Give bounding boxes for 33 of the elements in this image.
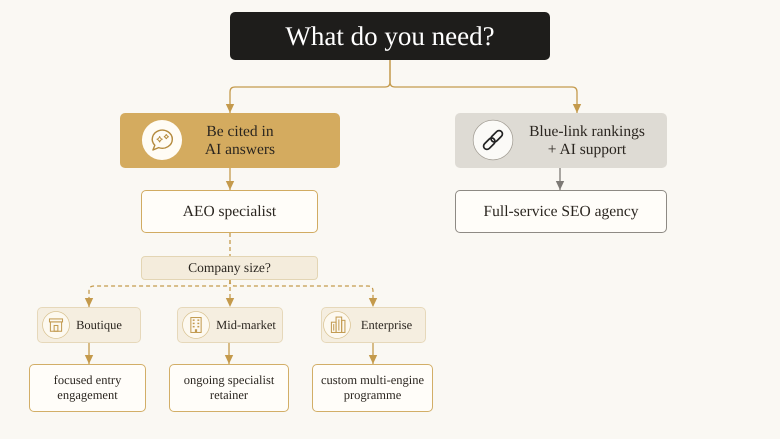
question-box: [230, 12, 550, 60]
result-box: [141, 190, 318, 233]
category-box: [321, 307, 426, 343]
node-label: ongoing specialist retainer: [182, 372, 276, 404]
outcome-box: [312, 364, 433, 412]
connector-line: [229, 233, 231, 256]
node-label: What do you need?: [285, 20, 495, 52]
node-label: Company size?: [188, 260, 271, 276]
arrow: [389, 60, 582, 113]
arrow: [84, 343, 94, 364]
node-label: Boutique: [76, 318, 122, 332]
node-label: Full-service SEO agency: [484, 202, 638, 220]
node-label: focused entry engagement: [52, 372, 122, 404]
node-label: Mid-market: [216, 318, 276, 332]
arrow: [229, 280, 378, 307]
arrow: [556, 168, 564, 190]
node-label: custom multi-engine programme: [320, 372, 426, 404]
category-box: [37, 307, 141, 343]
category-box: [177, 307, 283, 343]
arrow: [226, 168, 234, 190]
arrow: [84, 280, 231, 307]
choice-box: [120, 113, 340, 168]
node-label: AEO specialist: [182, 202, 276, 220]
decision-box: [141, 256, 318, 280]
node-label: Blue-link rankings + AI support: [528, 122, 646, 158]
arrow: [224, 343, 234, 364]
result-box: [455, 190, 667, 233]
outcome-box: [169, 364, 289, 412]
node-label: Be cited in AI answers: [204, 122, 276, 158]
arrow: [368, 343, 378, 364]
node-label: Enterprise: [360, 318, 412, 332]
outcome-box: [29, 364, 146, 412]
choice-box: [455, 113, 667, 168]
